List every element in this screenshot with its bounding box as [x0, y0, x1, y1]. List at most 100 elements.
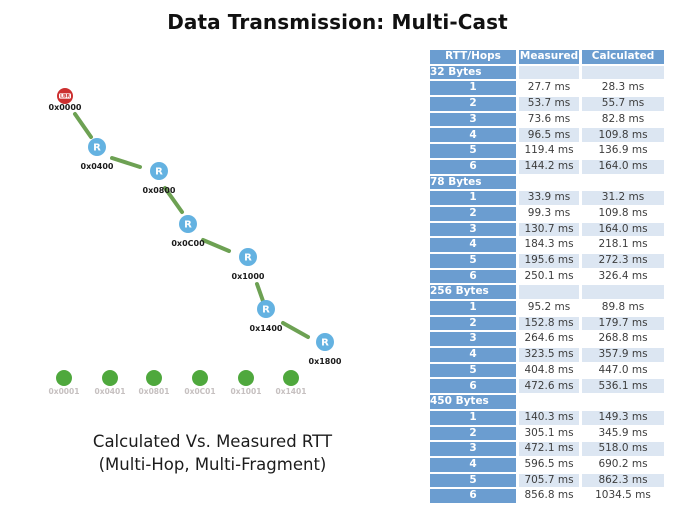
edge-line: [163, 186, 184, 214]
measured-cell: 140.3 ms: [519, 410, 579, 425]
hops-cell: 2: [430, 426, 516, 441]
measured-cell: 404.8 ms: [519, 363, 579, 378]
hops-cell: 5: [430, 363, 516, 378]
calculated-cell: 82.8 ms: [582, 112, 664, 127]
hops-cell: 4: [430, 238, 516, 252]
calculated-cell: 518.0 ms: [582, 442, 664, 456]
measured-cell: 99.3 ms: [519, 206, 579, 221]
measured-cell: 472.6 ms: [519, 379, 579, 394]
router-address-label: 0x1000: [232, 272, 265, 281]
leaf-node: [283, 370, 299, 386]
calculated-cell: [582, 175, 664, 190]
lbr-address-label: 0x0000: [49, 103, 82, 112]
network-diagram: LBR0x0000R0x0400R0x0800R0x0C00R0x1000R0x…: [49, 88, 342, 396]
edge-line: [73, 112, 93, 139]
calculated-cell: 55.7 ms: [582, 97, 664, 111]
leaf-address-label: 0x0001: [49, 387, 80, 396]
hops-cell: 5: [430, 473, 516, 488]
measured-cell: 323.5 ms: [519, 348, 579, 362]
calculated-cell: 179.7 ms: [582, 316, 664, 331]
leaf-node: [192, 370, 208, 386]
router-letter: R: [244, 253, 252, 264]
leaf-address-label: 0x1001: [231, 387, 262, 396]
lbr-badge: [59, 93, 71, 99]
hops-cell: 3: [430, 222, 516, 237]
measured-cell: 250.1 ms: [519, 269, 579, 284]
calculated-cell: [582, 285, 664, 299]
hops-cell: 4: [430, 128, 516, 143]
slide-title: Data Transmission: Multi-Cast: [167, 10, 508, 34]
measured-cell: [519, 285, 579, 299]
leaf-address-label: 0x0401: [95, 387, 126, 396]
calculated-cell: 272.3 ms: [582, 253, 664, 268]
hops-cell: 5: [430, 253, 516, 268]
calculated-cell: 136.9 ms: [582, 144, 664, 158]
measured-cell: 53.7 ms: [519, 97, 579, 111]
leaf-address-label: 0x1401: [276, 387, 307, 396]
column-header: RTT/Hops: [430, 50, 516, 64]
measured-cell: 705.7 ms: [519, 473, 579, 488]
hops-cell: 2: [430, 206, 516, 221]
calculated-cell: 862.3 ms: [582, 473, 664, 488]
measured-cell: 73.6 ms: [519, 112, 579, 127]
router-node: [239, 248, 257, 266]
router-letter: R: [93, 143, 101, 154]
hops-cell: 2: [430, 97, 516, 111]
hops-cell: 1: [430, 410, 516, 425]
calculated-cell: 218.1 ms: [582, 238, 664, 252]
router-letter: R: [155, 167, 163, 178]
measured-cell: 596.5 ms: [519, 457, 579, 472]
measured-cell: 195.6 ms: [519, 253, 579, 268]
calculated-cell: 268.8 ms: [582, 332, 664, 347]
router-address-label: 0x0400: [81, 162, 114, 171]
router-node: [316, 333, 334, 351]
router-letter: R: [262, 305, 270, 316]
diagram-caption: Calculated Vs. Measured RTT (Multi-Hop, …: [35, 430, 390, 476]
hops-cell: 3: [430, 442, 516, 456]
measured-cell: 184.3 ms: [519, 238, 579, 252]
calculated-cell: 109.8 ms: [582, 128, 664, 143]
calculated-cell: 164.0 ms: [582, 222, 664, 237]
measured-cell: [519, 395, 579, 409]
router-node: [150, 162, 168, 180]
column-header: Measured: [519, 50, 579, 64]
calculated-cell: [582, 395, 664, 409]
calculated-cell: 28.3 ms: [582, 81, 664, 96]
calculated-cell: 447.0 ms: [582, 363, 664, 378]
leaf-address-label: 0x0C01: [184, 387, 215, 396]
measured-cell: [519, 65, 579, 80]
section-row: 32 Bytes: [430, 65, 664, 80]
measured-cell: [519, 175, 579, 190]
calculated-cell: 89.8 ms: [582, 301, 664, 315]
section-header-cell: 256 Bytes: [430, 285, 516, 299]
measured-cell: 264.6 ms: [519, 332, 579, 347]
calculated-cell: 109.8 ms: [582, 206, 664, 221]
router-address-label: 0x1800: [309, 357, 342, 366]
leaf-node: [56, 370, 72, 386]
leaf-node: [102, 370, 118, 386]
caption-line-1: Calculated Vs. Measured RTT: [92, 432, 333, 451]
caption-line-2: (Multi-Hop, Multi-Fragment): [98, 455, 327, 475]
calculated-cell: 31.2 ms: [582, 191, 664, 205]
measured-cell: 856.8 ms: [519, 489, 579, 503]
hops-cell: 6: [430, 379, 516, 394]
router-letter: R: [184, 220, 192, 231]
router-address-label: 0x0800: [143, 186, 176, 195]
